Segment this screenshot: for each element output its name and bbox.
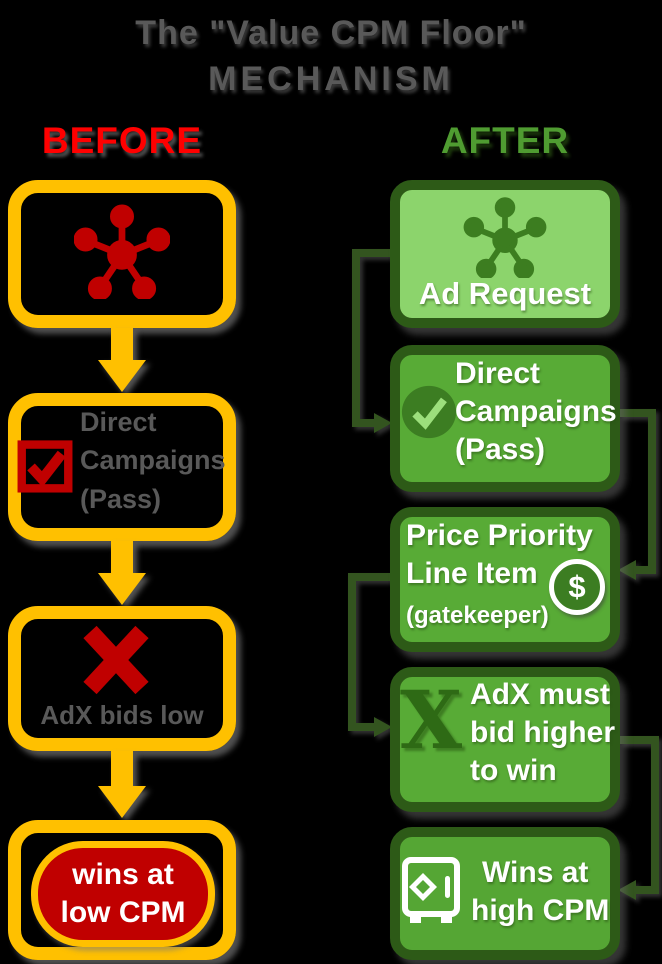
before-box3-caption: AdX bids low bbox=[40, 700, 204, 730]
down-arrow bbox=[98, 328, 146, 392]
diagram-title-line1: The "Value CPM Floor" bbox=[135, 14, 527, 52]
before-box2-line3: (Pass) bbox=[80, 484, 162, 514]
before-box-adx-bids-low bbox=[8, 606, 236, 751]
after-box5-line2: high CPM bbox=[471, 894, 610, 927]
before-box-ad-request bbox=[8, 180, 236, 328]
before-column-label: BEFORE bbox=[41, 120, 203, 161]
after-box2-line1: Direct bbox=[455, 357, 541, 390]
dollar-circle-icon: $ bbox=[549, 559, 605, 615]
down-arrow bbox=[98, 751, 146, 818]
down-arrow bbox=[98, 541, 146, 605]
big-x-glyph: X bbox=[399, 673, 463, 767]
after-box-ad-request bbox=[390, 180, 620, 328]
after-box3-line3: (gatekeeper) bbox=[406, 602, 549, 629]
safe-vault-icon bbox=[402, 857, 460, 923]
diagram-title-line2: MECHANISM bbox=[208, 60, 454, 98]
network-hub-icon bbox=[463, 197, 547, 278]
after-box2-line2: Campaigns bbox=[455, 395, 617, 428]
after-box3-line1: Price Priority bbox=[406, 519, 593, 552]
after-box1-label: Ad Request bbox=[418, 276, 592, 311]
after-box4-line1: AdX must bbox=[470, 678, 611, 711]
after-box4-line3: to win bbox=[470, 754, 557, 787]
after-box4-line2: bid higher bbox=[470, 716, 615, 749]
network-hub-icon bbox=[74, 204, 170, 299]
after-column-label: AFTER bbox=[440, 120, 570, 161]
before-oval-line2: low CPM bbox=[60, 896, 186, 929]
before-box-wins-low bbox=[8, 820, 236, 960]
dollar-symbol: $ bbox=[568, 569, 586, 604]
before-box-direct-campaigns bbox=[8, 393, 236, 541]
check-circle-icon bbox=[401, 385, 457, 439]
after-box3-line2: Line Item bbox=[406, 557, 538, 590]
before-oval-line1: wins at bbox=[72, 858, 174, 891]
after-box5-line1: Wins at bbox=[482, 856, 589, 889]
after-box-adx-must-bid bbox=[390, 667, 620, 812]
before-box2-line1: Direct bbox=[80, 407, 157, 437]
after-box2-line3: (Pass) bbox=[455, 433, 546, 466]
x-mark-icon bbox=[83, 625, 149, 695]
wins-at-low-cpm-oval: wins at low CPM bbox=[31, 841, 215, 947]
checked-checkbox-icon bbox=[17, 440, 73, 493]
before-box2-line2: Campaigns bbox=[80, 445, 226, 475]
